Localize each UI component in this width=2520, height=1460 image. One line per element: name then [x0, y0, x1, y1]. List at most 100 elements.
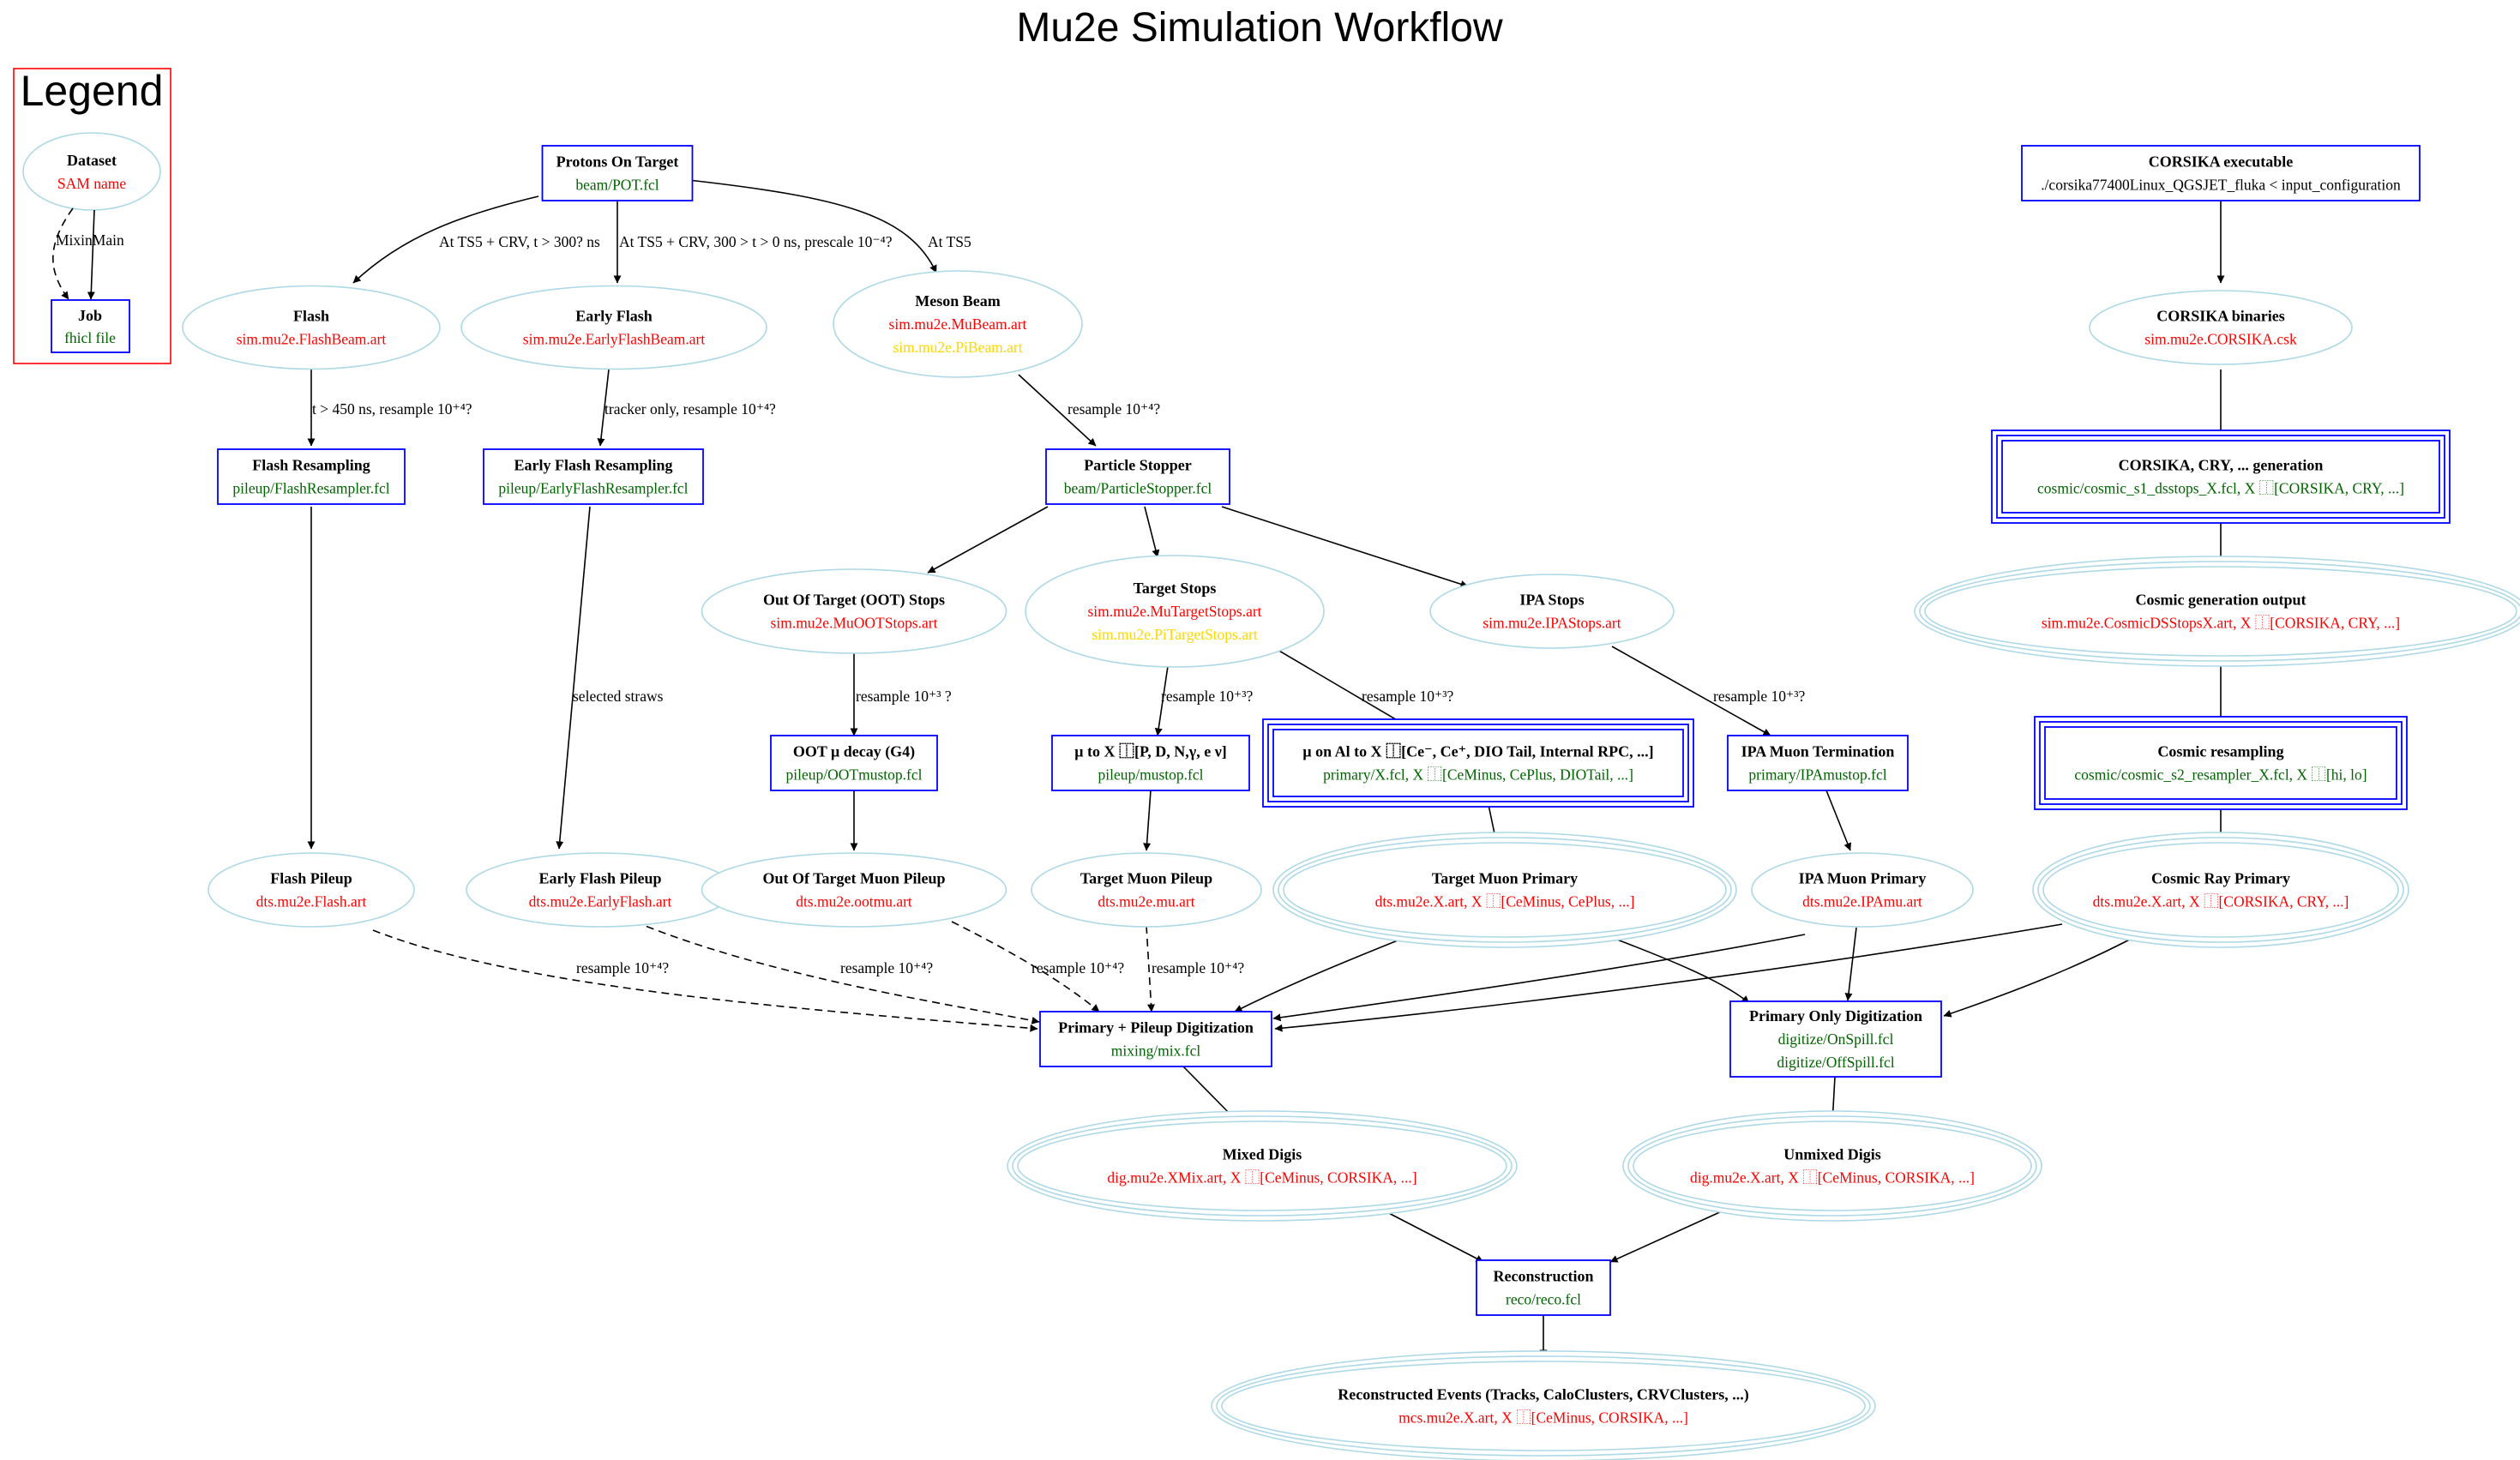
- node-target-stops: Target Stops sim.mu2e.MuTargetStops.art si…: [1025, 555, 1325, 668]
- dataset-shape: [701, 568, 1007, 654]
- job-shape: [2021, 145, 2421, 201]
- node-oot-stops: Out Of Target (OOT) Stopssim.mu2e.MuOOTS…: [701, 568, 1007, 654]
- edge-stopper-oot: [927, 506, 1049, 574]
- node-title: Flash: [293, 308, 329, 325]
- node-file: sim.mu2e.MuBeam.art: [889, 315, 1027, 333]
- edge-cosmicprimary-only: [1943, 934, 2140, 1018]
- node-particle-stopper: Particle Stopper beam/ParticleStopper.fcl: [1045, 448, 1230, 505]
- job-shape: [2001, 440, 2440, 514]
- dataset-shape: [1031, 852, 1262, 928]
- edge-ipa-term: [1611, 646, 1771, 736]
- node-title: μ to X ⿰[P, D, N,γ, e ν]: [1074, 743, 1226, 760]
- node-file: sim.mu2e.PiTargetStops.art: [1092, 626, 1258, 643]
- node-reco-events: Reconstructed Events (Tracks, CaloCluste…: [1211, 1350, 1876, 1460]
- dataset-shape: [1924, 566, 2517, 657]
- legend-title: Legend: [21, 67, 164, 115]
- node-title: Target Muon Primary: [1432, 870, 1578, 887]
- edge-stopper-target: [1144, 506, 1160, 558]
- node-title: Reconstructed Events (Tracks, CaloCluste…: [1338, 1386, 1748, 1404]
- edge-label-pot-flash: At TS5 + CRV, t > 300? ns: [439, 233, 600, 250]
- node-primary-only-digi: Primary Only Digitizationdigitize/OnSpil…: [1729, 1000, 1942, 1078]
- node-oot-muon-pileup: Out Of Target Muon Pileupdts.mu2e.ootmu.…: [701, 852, 1007, 928]
- node-title: Flash Resampling: [252, 457, 370, 474]
- node-file: dts.mu2e.mu.art: [1098, 893, 1194, 910]
- job-shape: [1727, 735, 1909, 791]
- node-early-flash-pileup: Early Flash Pileupdts.mu2e.EarlyFlash.ar…: [466, 852, 735, 928]
- node-primary-pileup-digi: Primary + Pileup Digitizationmixing/mix.…: [1039, 1011, 1272, 1067]
- node-file: sim.mu2e.MuTargetStops.art: [1087, 603, 1261, 620]
- node-title: IPA Muon Primary: [1799, 870, 1927, 887]
- edge-label-flash-res: t > 450 ns, resample 10⁺⁴?: [312, 400, 472, 418]
- node-file: pileup/OOTmustop.fcl: [786, 766, 923, 784]
- legend-dataset-sub: SAM name: [57, 175, 126, 192]
- node-title: Out Of Target (OOT) Stops: [763, 592, 945, 610]
- node-title: Cosmic generation output: [2136, 592, 2306, 609]
- node-title: Cosmic resampling: [2157, 743, 2283, 760]
- node-file: beam/ParticleStopper.fcl: [1064, 480, 1212, 497]
- node-title: IPA Stops: [1519, 592, 1584, 609]
- node-title: Protons On Target: [556, 153, 679, 171]
- node-mu-on-al: μ on Al to X ⿰[Ce⁻, Ce⁺, DIO Tail, Inter…: [1262, 718, 1694, 808]
- node-file: dts.mu2e.X.art, X ⿰[CeMinus, CePlus, ...…: [1375, 893, 1635, 910]
- job-shape: [770, 735, 938, 791]
- node-file: sim.mu2e.EarlyFlashBeam.art: [523, 331, 706, 348]
- node-title: Meson Beam: [915, 292, 1000, 309]
- node-title: OOT μ decay (G4): [793, 743, 915, 761]
- edge-targetprimary-only: [1598, 932, 1750, 1004]
- legend: Legend Dataset SAM name Job fhicl file: [13, 67, 171, 364]
- node-file: sim.mu2e.IPAStops.art: [1483, 615, 1621, 632]
- node-file: primary/X.fcl, X ⿰[CeMinus, CePlus, DIOT…: [1323, 766, 1633, 784]
- legend-dataset-shape: [22, 132, 161, 211]
- node-file: mcs.mu2e.X.art, X ⿰[CeMinus, CORSIKA, ..…: [1398, 1409, 1688, 1427]
- node-file: dts.mu2e.Flash.art: [256, 893, 367, 910]
- dataset-shape: [1017, 1121, 1507, 1211]
- edge-ipaprimary-mix: [1272, 934, 1806, 1022]
- node-title: Target Stops: [1134, 580, 1217, 597]
- edge-label-target-mix: resample 10⁺⁴?: [1152, 959, 1244, 976]
- dataset-shape: [701, 852, 1007, 928]
- node-title: Flash Pileup: [270, 870, 352, 887]
- edge-earlyres-pileup: [556, 506, 591, 850]
- node-mu-to-x: μ to X ⿰[P, D, N,γ, e ν]pileup/mustop.fc…: [1051, 735, 1250, 791]
- edge-label-early-mix: resample 10⁺⁴?: [840, 959, 933, 976]
- edge-label-pot-early: At TS5 + CRV, 300 > t > 0 ns, prescale 1…: [619, 233, 893, 250]
- job-shape: [1272, 729, 1684, 797]
- dataset-shape: [460, 285, 767, 370]
- edge-earlypileup-mix: [634, 921, 1040, 1024]
- node-file: sim.mu2e.PiBeam.art: [893, 339, 1022, 356]
- edge-label-target-mual: resample 10⁺³?: [1362, 688, 1454, 705]
- dataset-shape: [1429, 574, 1675, 649]
- job-shape: [483, 448, 704, 505]
- node-file: reco/reco.fcl: [1506, 1291, 1581, 1308]
- edge-ootpileup-mix: [951, 921, 1100, 1012]
- node-title: Early Flash: [575, 308, 653, 325]
- node-early-flash-resampling: Early Flash Resamplingpileup/EarlyFlashR…: [483, 448, 704, 505]
- node-file: cosmic/cosmic_s2_resampler_X.fcl, X ⿰[hi…: [2074, 766, 2367, 784]
- job-shape: [1045, 448, 1230, 505]
- node-file: sim.mu2e.FlashBeam.art: [237, 331, 387, 348]
- node-pot: Protons On Target beam/POT.fcl: [541, 145, 694, 201]
- node-early-flash: Early Flash sim.mu2e.EarlyFlashBeam.art: [460, 285, 767, 370]
- node-flash-resampling: Flash Resamplingpileup/FlashResampler.fc…: [217, 448, 406, 505]
- node-file: dts.mu2e.X.art, X ⿰[CORSIKA, CRY, ...]: [2093, 893, 2349, 910]
- legend-edge-dashed: [52, 207, 74, 300]
- edge-label-oot-mix: resample 10⁺⁴?: [1031, 959, 1124, 976]
- dataset-shape: [2042, 842, 2399, 938]
- legend-box: [13, 68, 171, 364]
- node-meson-beam: Meson Beam sim.mu2e.MuBeam.art sim.mu2e.Pi…: [833, 270, 1083, 378]
- node-file: beam/POT.fcl: [575, 177, 659, 194]
- dataset-shape: [182, 285, 441, 370]
- node-file: digitize/OnSpill.fcl: [1778, 1030, 1894, 1048]
- edge-meson-stopper: [1018, 374, 1097, 447]
- node-title: Particle Stopper: [1084, 457, 1191, 474]
- node-file: dig.mu2e.XMix.art, X ⿰[CeMinus, CORSIKA,…: [1107, 1169, 1416, 1187]
- edge-label-early-pileup: selected straws: [573, 688, 664, 705]
- node-title: Early Flash Resampling: [514, 457, 672, 474]
- dataset-shape: [1221, 1361, 1866, 1451]
- node-title: Primary + Pileup Digitization: [1058, 1019, 1254, 1036]
- job-shape: [2044, 726, 2397, 800]
